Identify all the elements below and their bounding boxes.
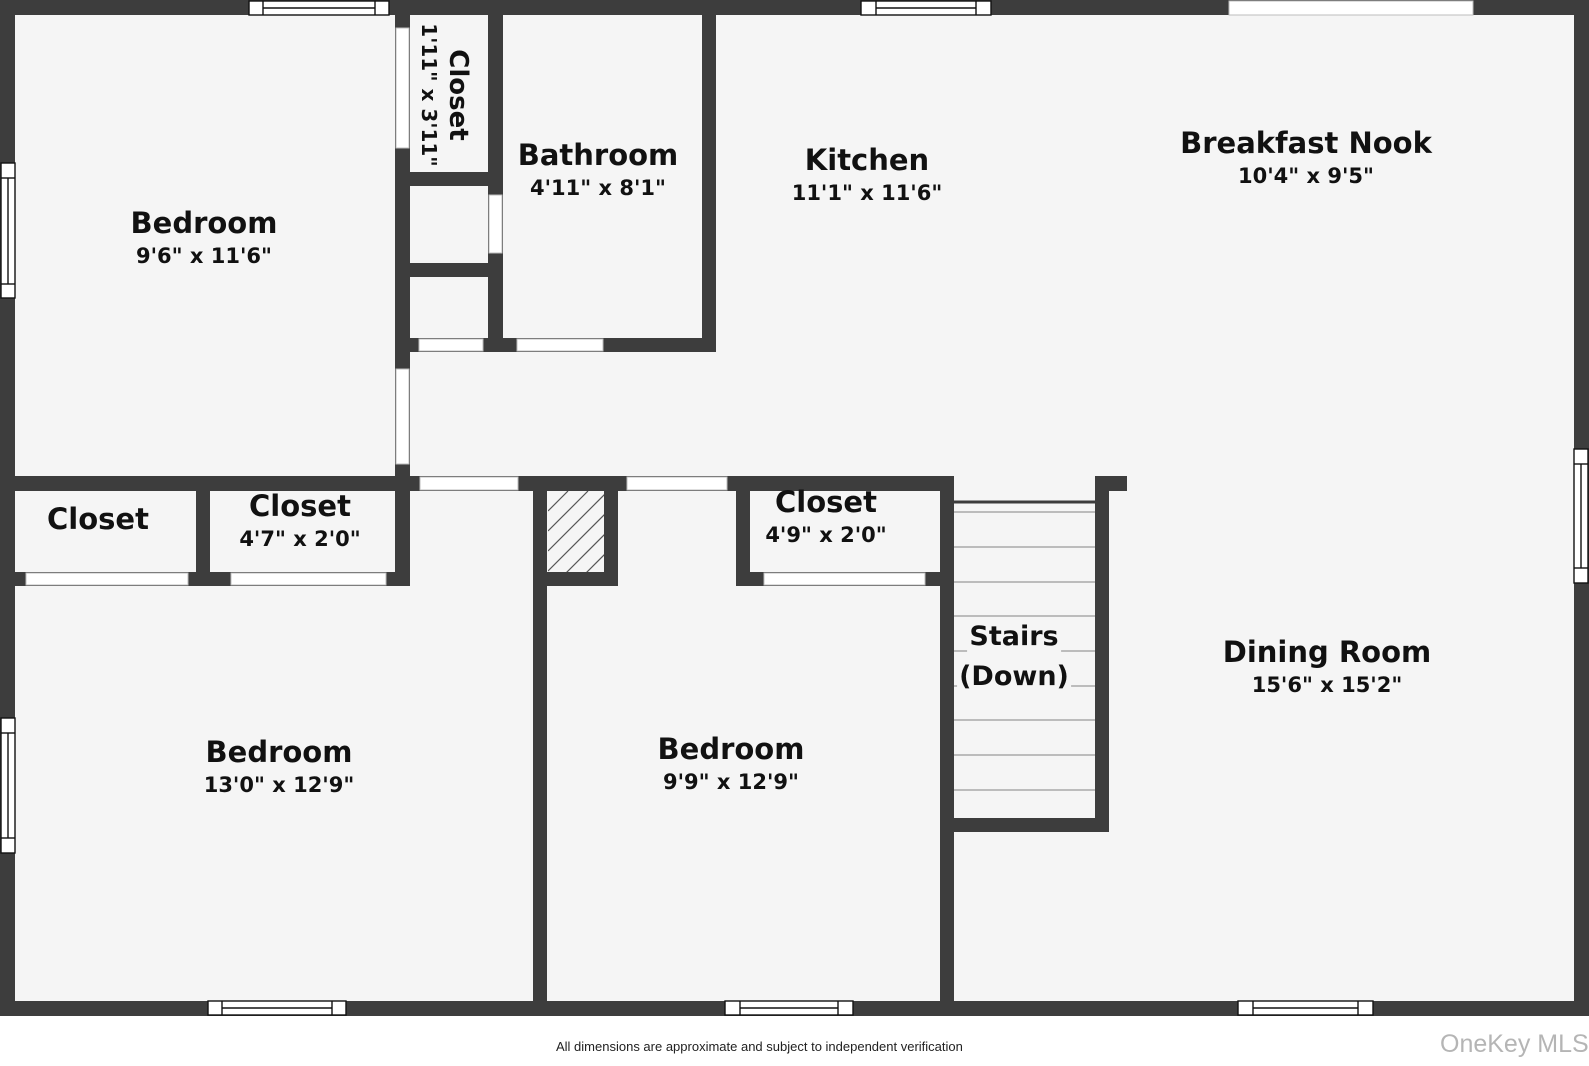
door-bath-nook[interactable] xyxy=(488,194,503,254)
room-name: Kitchen xyxy=(804,143,930,177)
hatched-chase xyxy=(548,491,604,572)
room-name: Breakfast Nook xyxy=(1180,126,1432,160)
wall-chase-east xyxy=(604,476,618,586)
window-top-1 xyxy=(248,0,390,16)
window-left-2 xyxy=(0,717,16,854)
floor-area xyxy=(0,0,1589,1015)
window-bottom-1 xyxy=(207,1000,347,1016)
room-label-bedroom-s: Bedroom 9'9" x 12'9" xyxy=(658,735,805,793)
room-label-dining-room: Dining Room 15'6" x 15'2" xyxy=(1223,638,1432,696)
window-bottom-3 xyxy=(1237,1000,1374,1016)
window-bottom-2 xyxy=(724,1000,854,1016)
room-dimensions: 4'11" x 8'1" xyxy=(530,176,666,200)
room-name: Bedroom xyxy=(657,732,805,766)
window-top-3 xyxy=(1228,0,1474,16)
wall-closet-divider xyxy=(196,476,210,586)
room-label-closet-west: Closet xyxy=(47,505,149,534)
room-dimensions: 9'6" x 11'6" xyxy=(136,244,272,268)
room-label-closet-east: Closet 4'9" x 2'0" xyxy=(765,488,886,546)
room-label-bedroom-sw: Bedroom 13'0" x 12'9" xyxy=(204,738,355,796)
door-closet-west[interactable] xyxy=(25,572,189,586)
door-hall-closet-opening[interactable] xyxy=(419,476,519,491)
wall-stairs-west xyxy=(940,476,954,1016)
room-dimensions: 15'6" x 15'2" xyxy=(1251,673,1403,697)
door-closet-vertical[interactable] xyxy=(395,27,410,149)
wall-stairs-east xyxy=(1095,476,1109,832)
wall-closet-h1 xyxy=(395,172,503,186)
wall-closet-east-west xyxy=(736,476,750,586)
room-dimensions: 1'11" x 3'11" xyxy=(417,23,441,167)
wall-closet-mid-east xyxy=(395,476,410,586)
stairs-treads xyxy=(954,500,1095,791)
room-name: Dining Room xyxy=(1222,635,1432,669)
room-name: Stairs xyxy=(967,617,1061,657)
wall-closet-h2 xyxy=(395,263,503,277)
room-label-kitchen: Kitchen 11'1" x 11'6" xyxy=(792,146,943,204)
door-bedroom-nw[interactable] xyxy=(395,368,410,465)
door-linen-bottom[interactable] xyxy=(418,338,484,352)
wall-chase-south xyxy=(533,572,618,586)
room-label-closet-vertical: Closet 1'11" x 3'11" xyxy=(417,23,473,167)
room-name: Closet xyxy=(47,502,149,536)
room-label-bedroom-nw: Bedroom 9'6" x 11'6" xyxy=(131,209,278,267)
room-label-stairs: Stairs (Down) xyxy=(957,617,1071,697)
window-right-1 xyxy=(1573,448,1589,584)
room-label-bathroom: Bathroom 4'11" x 8'1" xyxy=(518,141,679,199)
room-name: Closet xyxy=(443,49,473,141)
room-name: Bathroom xyxy=(517,138,679,172)
wall-stairs-south xyxy=(940,818,1109,832)
room-dimensions: 10'4" x 9'5" xyxy=(1238,164,1374,188)
room-label-closet-mid: Closet 4'7" x 2'0" xyxy=(239,492,360,550)
watermark-logo: OneKey MLS xyxy=(1440,1030,1589,1058)
room-name: Bedroom xyxy=(130,206,278,240)
wall-bath-east xyxy=(702,0,716,352)
window-left-1 xyxy=(0,162,16,299)
room-name: Bedroom xyxy=(205,735,353,769)
room-dimensions: 13'0" x 12'9" xyxy=(203,773,355,797)
room-dimensions: 9'9" x 12'9" xyxy=(663,770,799,794)
door-bedroom-s-top[interactable] xyxy=(626,476,728,491)
disclaimer-text: All dimensions are approximate and subje… xyxy=(556,1039,963,1054)
window-top-2 xyxy=(860,0,992,16)
room-name: Closet xyxy=(775,485,877,519)
outer-wall-left xyxy=(0,0,15,1015)
room-name-direction: (Down) xyxy=(957,657,1071,697)
room-dimensions: 4'9" x 2'0" xyxy=(765,523,887,547)
wall-bedroom-sw-east xyxy=(533,476,547,1016)
room-name: Closet xyxy=(249,489,351,523)
room-dimensions: 4'7" x 2'0" xyxy=(239,527,361,551)
room-dimensions: 11'1" x 11'6" xyxy=(791,181,943,205)
door-closet-east[interactable] xyxy=(763,572,926,586)
door-closet-mid[interactable] xyxy=(230,572,387,586)
room-label-breakfast-nook: Breakfast Nook 10'4" x 9'5" xyxy=(1180,129,1432,187)
door-bathroom[interactable] xyxy=(516,338,604,352)
